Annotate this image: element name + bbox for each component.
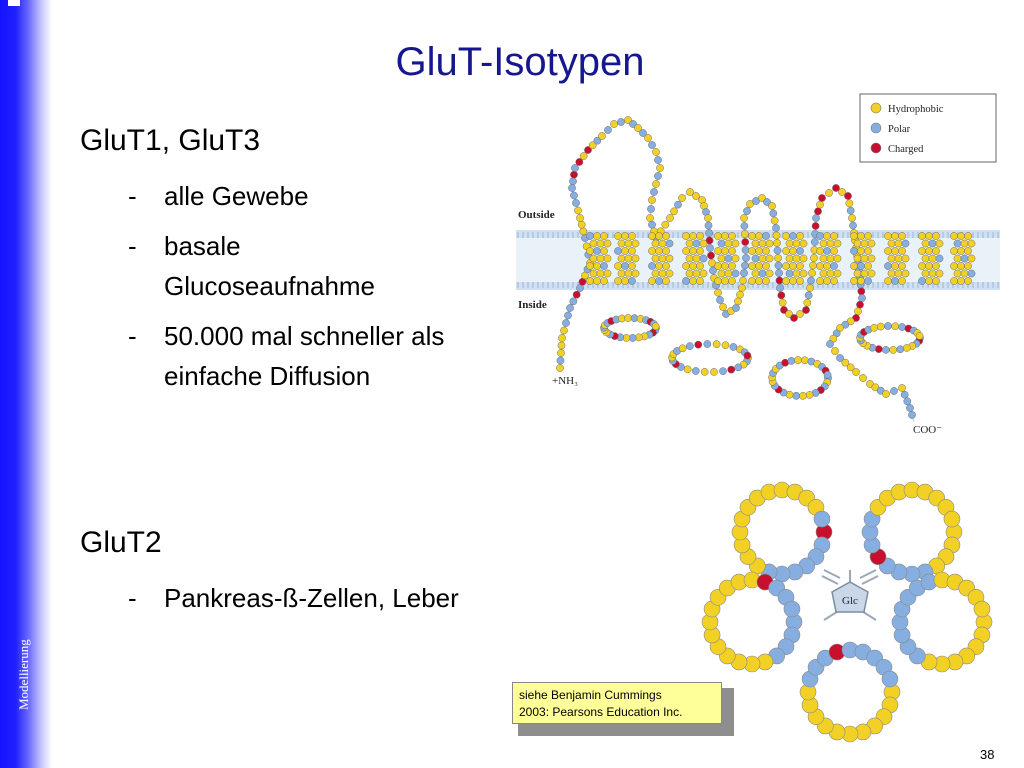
legend-polar: Polar [888,124,911,135]
glucose-molecule [831,581,869,613]
c-terminus-label: COO⁻ [913,424,942,436]
charged-swatch [870,142,882,154]
bullet-dash: - [128,181,137,211]
caption-line-1: siehe Benjamin Cummings [519,688,662,702]
sidebar-band: Modellierung [0,0,52,768]
sidebar-marker [8,0,20,6]
legend-charged: Charged [888,144,924,155]
hydrophobic-swatch [870,102,882,114]
n-terminus-label: +NH₃ [552,375,578,387]
transmembrane-helices [586,232,976,285]
bullet-dash: - [128,583,137,613]
transporter-topology-figure: Outside Inside +NH₃ COO⁻ Hydrophobic Pol… [516,93,1000,436]
source-caption: siehe Benjamin Cummings 2003: Pearsons E… [512,682,722,724]
section2-heading: GluT2 [80,526,162,559]
polar-swatch [870,122,882,134]
helix-rings [701,481,993,743]
bullet-text: 50.000 mal schneller als einfache Diffus… [164,321,445,391]
bullet-text: alle Gewebe [164,181,309,211]
bullet-dash: - [128,321,137,351]
inside-label: Inside [518,299,547,311]
page-number: 38 [980,747,995,762]
slide-title: GluT-Isotypen [395,40,645,84]
section1-heading: GluT1, GluT3 [80,124,261,157]
glucose-site: Glc [821,569,879,621]
bullet-text: Pankreas-ß-Zellen, Leber [164,583,459,613]
pore-cross-section-figure: Glc [701,481,993,743]
sidebar-label: Modellierung [16,639,31,710]
legend-hydrophobic: Hydrophobic [888,104,944,115]
caption-line-2: 2003: Pearsons Education Inc. [519,705,683,719]
bullet-text: basale Glucoseaufnahme [164,231,376,301]
outside-label: Outside [518,209,555,221]
legend: Hydrophobic Polar Charged [859,93,997,163]
bullet-dash: - [128,231,137,261]
glucose-label: Glc [842,595,858,607]
